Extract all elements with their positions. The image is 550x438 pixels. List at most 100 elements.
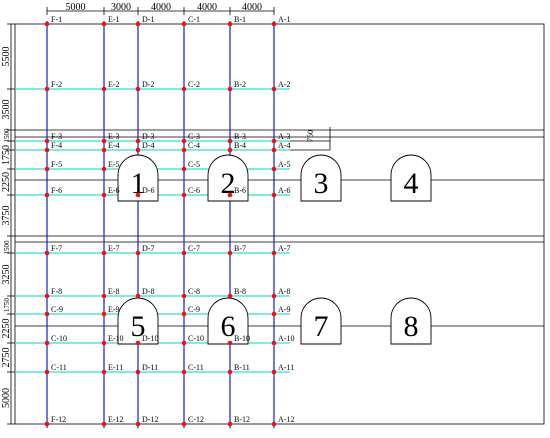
monitoring-point	[44, 166, 50, 172]
point-label: E-7	[108, 244, 120, 253]
tunnel-number: 8	[404, 310, 419, 343]
left-dimension-value: 2250	[1, 172, 12, 192]
point-label: D-10	[142, 334, 158, 343]
point-label: C-11	[51, 363, 67, 372]
monitoring-point	[271, 250, 277, 256]
point-label: B-1	[234, 15, 246, 24]
monitoring-point	[44, 293, 50, 299]
monitoring-point	[44, 421, 50, 427]
monitoring-point	[227, 293, 233, 299]
point-label: C-4	[188, 141, 200, 150]
model-boundary	[14, 23, 545, 425]
point-label: D-2	[142, 80, 154, 89]
top-dimension-value: 4000	[242, 2, 262, 13]
point-label: D-1	[142, 15, 154, 24]
monitoring-point	[227, 340, 233, 346]
monitoring-point	[135, 250, 141, 256]
tunnel-number: 7	[314, 310, 329, 343]
monitoring-point	[271, 421, 277, 427]
left-dimension-value: 2750	[1, 348, 12, 368]
left-dimension-value: 5000	[1, 388, 12, 408]
monitoring-point	[135, 421, 141, 427]
tunnel-number: 4	[404, 167, 419, 200]
monitoring-point	[271, 86, 277, 92]
point-label: B-12	[234, 415, 250, 424]
monitoring-point	[271, 147, 277, 153]
monitoring-point	[181, 86, 187, 92]
monitoring-point	[135, 340, 141, 346]
point-label: A-12	[278, 415, 294, 424]
monitoring-point	[227, 86, 233, 92]
tunnel-7	[300, 297, 342, 345]
point-label: F-8	[51, 287, 62, 296]
monitoring-point	[227, 250, 233, 256]
monitoring-point	[101, 147, 107, 153]
point-label: D-8	[142, 287, 154, 296]
monitoring-point	[227, 421, 233, 427]
monitoring-point	[271, 166, 277, 172]
point-label: A-6	[278, 186, 290, 195]
point-label: A-9	[278, 305, 290, 314]
point-label: A-11	[278, 363, 294, 372]
point-label: C-9	[51, 305, 63, 314]
monitoring-point	[135, 192, 141, 198]
top-dimension-value: 4000	[197, 2, 217, 13]
monitoring-point	[227, 369, 233, 375]
point-label: C-10	[188, 334, 204, 343]
monitoring-point	[181, 250, 187, 256]
point-label: F-1	[51, 15, 62, 24]
tunnel-number: 6	[221, 310, 236, 343]
tunnel-number: 1	[131, 167, 146, 200]
point-label: D-6	[142, 186, 154, 195]
monitoring-point	[101, 21, 107, 27]
monitoring-point	[181, 21, 187, 27]
tunnel-5	[117, 297, 159, 345]
point-label: C-1	[188, 15, 200, 24]
monitoring-point	[44, 147, 50, 153]
tunnel-4	[390, 154, 432, 202]
point-label: D-4	[142, 141, 154, 150]
outer-boundary	[14, 23, 545, 425]
point-label: D-7	[142, 244, 154, 253]
point-label: C-2	[188, 80, 200, 89]
point-label: F-12	[51, 415, 66, 424]
monitoring-point	[135, 147, 141, 153]
point-label: E-11	[108, 363, 123, 372]
point-label: A-10	[278, 334, 294, 343]
point-label: A-2	[278, 80, 290, 89]
left-dimension-value: 1500	[3, 128, 11, 143]
point-label: F-6	[51, 186, 62, 195]
monitoring-point	[135, 86, 141, 92]
top-dimension-value: 3000	[111, 2, 131, 13]
point-label: F-3	[51, 132, 62, 141]
point-label: E-2	[108, 80, 120, 89]
monitoring-point	[271, 21, 277, 27]
monitoring-point	[44, 369, 50, 375]
point-label: E-1	[108, 15, 120, 24]
point-label: B-11	[234, 363, 250, 372]
point-label: C-3	[188, 132, 200, 141]
point-label: C-5	[188, 160, 200, 169]
left-dimension-value: 3250	[1, 265, 12, 285]
monitoring-point	[44, 311, 50, 317]
top-dimension-value: 5000	[66, 2, 86, 13]
monitoring-point	[181, 369, 187, 375]
point-label: B-2	[234, 80, 246, 89]
monitoring-point	[101, 250, 107, 256]
monitoring-point	[101, 192, 107, 198]
monitoring-point	[101, 340, 107, 346]
monitoring-point	[271, 192, 277, 198]
left-dimension-value: 2250	[1, 319, 12, 339]
monitoring-point	[181, 311, 187, 317]
point-label: B-3	[234, 132, 246, 141]
monitoring-point	[181, 293, 187, 299]
monitoring-point	[101, 311, 107, 317]
monitoring-points	[44, 21, 277, 427]
tunnel-8	[390, 297, 432, 345]
monitoring-point	[101, 166, 107, 172]
tunnel-1	[117, 154, 159, 202]
left-dimension-value: 5500	[1, 47, 12, 67]
